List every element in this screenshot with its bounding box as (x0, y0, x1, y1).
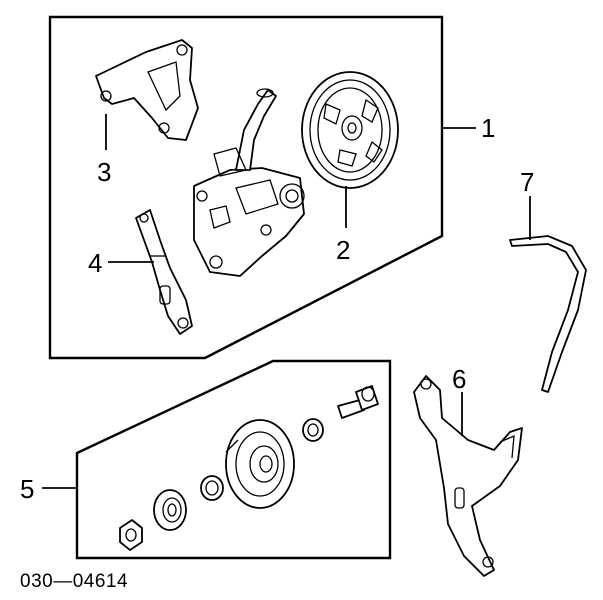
idler-bearing-part (153, 489, 187, 531)
idler-kit-frame (75, 359, 392, 560)
drive-belt-part (509, 235, 587, 393)
diagram-code: 030—04614 (20, 571, 128, 592)
idler-bolt-part (337, 385, 379, 419)
callout-3: 3 (97, 157, 111, 187)
callout-6: 6 (452, 364, 466, 394)
idler-nut-part (119, 519, 143, 551)
callout-5: 5 (20, 474, 34, 504)
pump-pulley-part (301, 71, 399, 189)
idler-washer-part (200, 475, 224, 501)
callout-7: 7 (520, 167, 534, 197)
idler-pulley-part (225, 419, 295, 509)
pump-bracket-part (95, 39, 199, 141)
adjust-bracket-part (135, 209, 193, 335)
callout-2: 2 (336, 235, 350, 265)
callout-1: 1 (481, 113, 495, 143)
idler-bracket-part (413, 375, 523, 577)
callout-4: 4 (88, 248, 102, 278)
pump-assembly-frame (48, 15, 444, 360)
idler-spacer-part (302, 418, 324, 442)
power-steering-pump-part (193, 88, 305, 277)
